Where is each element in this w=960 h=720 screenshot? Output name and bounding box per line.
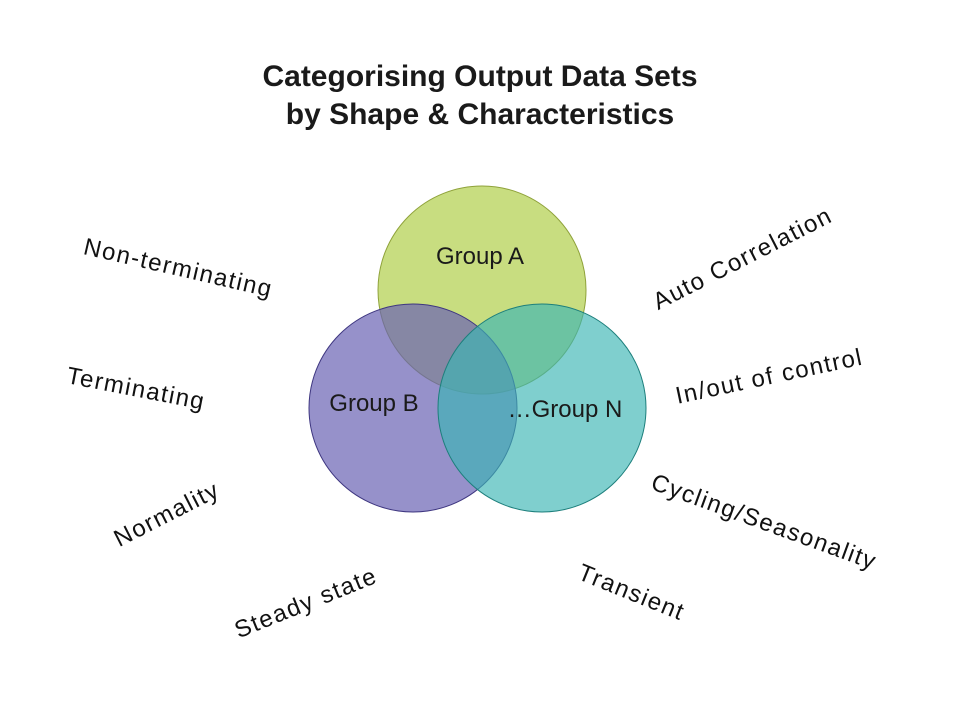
title-line-2: by Shape & Characteristics xyxy=(285,98,675,131)
title-line-1: Categorising Output Data Sets xyxy=(262,60,698,93)
label-group-a: Group A xyxy=(436,243,524,270)
diagram-title: Categorising Output Data Sets by Shape &… xyxy=(130,58,830,134)
label-group-n: …Group N xyxy=(508,396,623,423)
label-group-b: Group B xyxy=(329,390,418,417)
circle-group-n xyxy=(437,303,647,513)
